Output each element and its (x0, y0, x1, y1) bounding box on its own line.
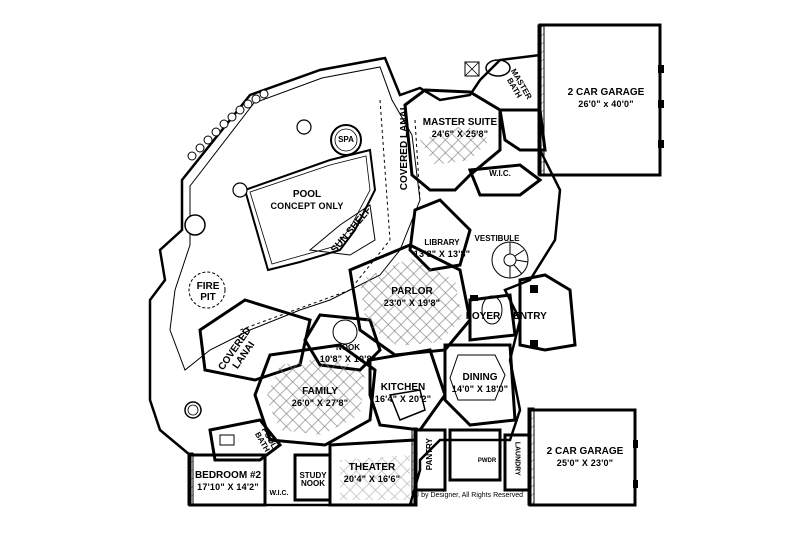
room-label-pool: POOL CONCEPT ONLY (262, 185, 352, 211)
room-label-covered-lanai-top: COVERED LANAI (399, 107, 411, 190)
room-label-pwdr: PWDR (475, 458, 499, 464)
room-name: W.I.C. (269, 490, 289, 497)
room-dims: 25'0" X 23'0" (556, 457, 614, 468)
house-walls (188, 23, 662, 507)
room-label-entry: ENTRY (510, 311, 550, 323)
room-dims: 10'8" X 10'8" (319, 353, 377, 364)
room-name: COVERED LANAI (398, 107, 410, 191)
room-label-family: FAMILY 26'0" X 27'8" (280, 382, 360, 408)
pool-shape (243, 148, 377, 272)
room-dims: 14'0" X 18'0" (451, 383, 509, 394)
room-name: PWDR (477, 458, 497, 464)
room-label-dining: DINING 14'0" X 18'0" (445, 368, 515, 394)
room-label-theater: THEATER 20'4" X 16'6" (334, 458, 410, 484)
room-label-nook: NOOK 10'8" X 10'8" (318, 338, 378, 364)
room-label-fire-pit: FIRE PIT (188, 281, 228, 303)
room-name: VESTIBULE (474, 234, 520, 243)
copyright-notice: © by Designer, All Rights Reserved (414, 492, 524, 499)
room-label-study-nook: STUDY NOOK (295, 471, 331, 489)
room-dims: CONCEPT ONLY (270, 200, 344, 211)
room-dims: 23'0" X 19'8" (383, 297, 441, 308)
room-name: NOOK (336, 343, 360, 352)
room-label-master-suite: MASTER SUITE 24'6" X 25'8" (420, 113, 500, 139)
room-name: 2 CAR GARAGE (546, 446, 624, 457)
room-label-library: LIBRARY 13'8" X 13'8" (412, 233, 472, 259)
room-name: STUDY NOOK (299, 471, 327, 489)
room-name: LAUNDRY (513, 441, 521, 476)
room-name: MASTER SUITE (422, 117, 498, 128)
room-dims: 16'4" X 20'2" (374, 393, 432, 404)
room-label-parlor: PARLOR 23'0" X 19'8" (372, 282, 452, 308)
spiral-stair (491, 241, 529, 279)
room-label-laundry: LAUNDRY (513, 437, 521, 481)
room-name: PARLOR (391, 286, 433, 297)
room-dims: 24'6" X 25'8" (431, 128, 489, 139)
room-name: W.I.C. (489, 169, 511, 178)
room-name: SPA (338, 135, 354, 144)
room-label-spa: SPA (330, 135, 362, 144)
room-label-pantry: PANTRY (424, 434, 434, 474)
room-label-foyer: FOYER (463, 311, 503, 323)
room-name: FIRE PIT (196, 281, 220, 303)
room-label-bedroom-2: BEDROOM #2 17'10" X 14'2" (193, 466, 263, 492)
room-dims: 26'0" X 27'8" (291, 397, 349, 408)
room-name: LIBRARY (424, 238, 460, 247)
room-name: PANTRY (424, 438, 434, 471)
room-label-vestibule: VESTIBULE (472, 234, 522, 243)
room-label-garage-bottom: 2 CAR GARAGE 25'0" X 23'0" (536, 442, 634, 468)
room-name: POOL (292, 189, 322, 200)
room-label-kitchen: KITCHEN 16'4" X 20'2" (368, 378, 438, 404)
room-name: 2 CAR GARAGE (567, 87, 645, 98)
room-name: DINING (462, 372, 498, 383)
room-label-garage-top: 2 CAR GARAGE 26'0" x 40'0" (556, 83, 656, 109)
room-name: FOYER (465, 311, 501, 322)
room-label-wic-bed: W.I.C. (266, 490, 292, 497)
room-dims: 20'4" X 16'6" (343, 473, 401, 484)
room-label-wic-master: W.I.C. (480, 169, 520, 178)
room-name: FAMILY (302, 386, 338, 397)
room-name: BEDROOM #2 (194, 470, 262, 481)
room-name: ENTRY (513, 311, 547, 322)
room-name: KITCHEN (380, 382, 426, 393)
room-dims: 13'8" X 13'8" (413, 248, 471, 259)
room-dims: 26'0" x 40'0" (578, 98, 634, 109)
room-name: THEATER (348, 462, 396, 473)
room-dims: 17'10" X 14'2" (197, 481, 259, 492)
landscape-edge (187, 89, 269, 161)
